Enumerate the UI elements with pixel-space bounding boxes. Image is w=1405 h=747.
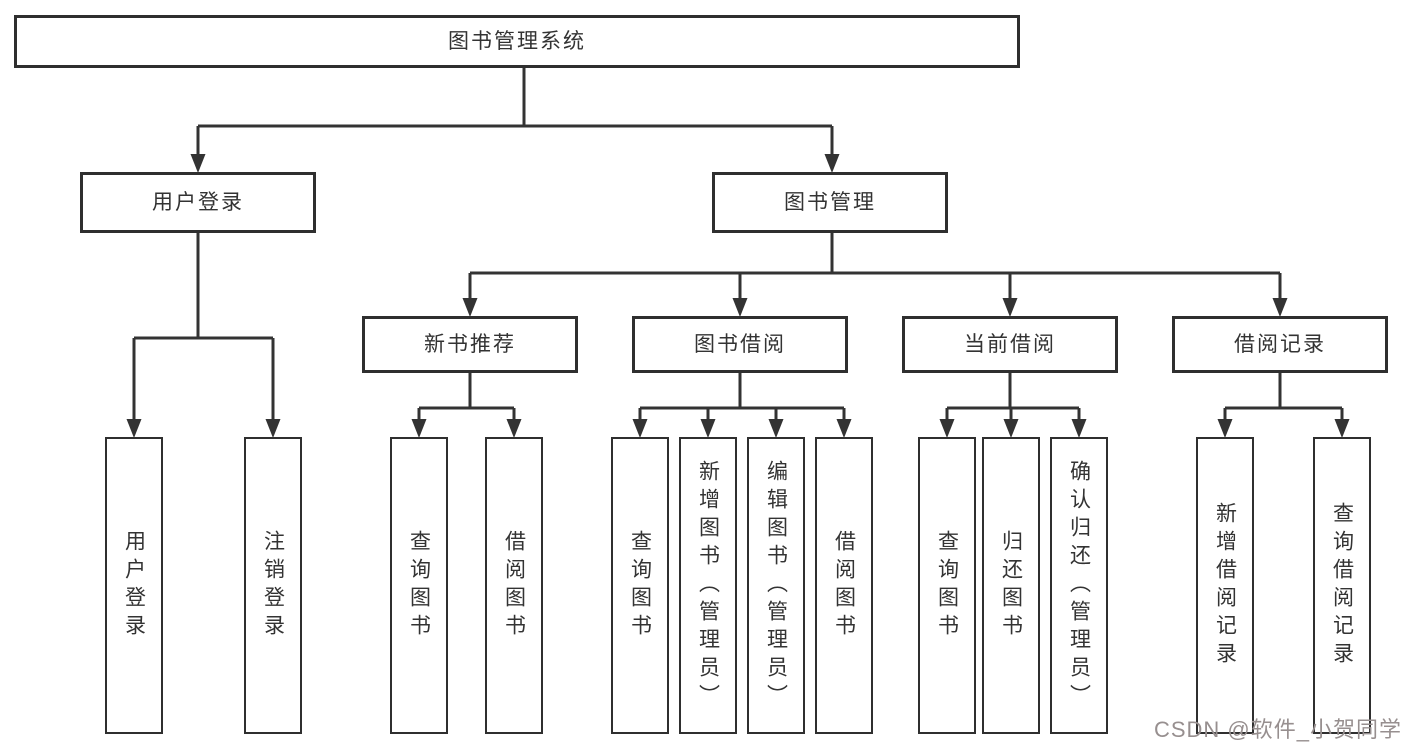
node-book-management: 图书管理	[712, 172, 948, 233]
leaf-current-query-books-label: 查询图书	[935, 529, 959, 642]
node-root-system-label: 图书管理系统	[448, 30, 586, 53]
node-new-book-recommendation-label: 新书推荐	[424, 333, 516, 356]
leaf-recommend-borrow-books-label: 借阅图书	[502, 529, 526, 642]
leaf-current-return-books: 归还图书	[982, 437, 1040, 734]
node-current-borrowing: 当前借阅	[902, 316, 1118, 373]
csdn-watermark: CSDN @软件_小贺同学	[1153, 717, 1402, 742]
node-root-system: 图书管理系统	[14, 15, 1020, 68]
node-current-borrowing-label: 当前借阅	[964, 333, 1056, 356]
leaf-current-confirm-return-admin-label: 确认归还（管理员）	[1067, 459, 1091, 712]
leaf-borrow-edit-books-admin-label: 编辑图书（管理员）	[764, 459, 788, 712]
leaf-borrow-add-books-admin-label: 新增图书（管理员）	[696, 459, 720, 712]
node-book-borrowing: 图书借阅	[632, 316, 848, 373]
leaf-user-login: 用户登录	[105, 437, 163, 734]
leaf-user-login-label: 用户登录	[122, 529, 146, 642]
node-book-borrowing-label: 图书借阅	[694, 333, 786, 356]
leaf-records-add-record: 新增借阅记录	[1196, 437, 1254, 734]
node-new-book-recommendation: 新书推荐	[362, 316, 578, 373]
leaf-recommend-query-books-label: 查询图书	[407, 529, 431, 642]
leaf-current-return-books-label: 归还图书	[999, 529, 1023, 642]
leaf-recommend-query-books: 查询图书	[390, 437, 448, 734]
leaf-records-query-record: 查询借阅记录	[1313, 437, 1371, 734]
leaf-records-add-record-label: 新增借阅记录	[1213, 501, 1237, 670]
leaf-borrow-borrow-books: 借阅图书	[815, 437, 873, 734]
node-user-login-label: 用户登录	[152, 191, 244, 214]
node-borrowing-records: 借阅记录	[1172, 316, 1388, 373]
node-borrowing-records-label: 借阅记录	[1234, 333, 1326, 356]
node-user-login: 用户登录	[80, 172, 316, 233]
leaf-records-query-record-label: 查询借阅记录	[1330, 501, 1354, 670]
leaf-borrow-edit-books-admin: 编辑图书（管理员）	[747, 437, 805, 734]
leaf-current-query-books: 查询图书	[918, 437, 976, 734]
leaf-recommend-borrow-books: 借阅图书	[485, 437, 543, 734]
leaf-logout-label: 注销登录	[261, 529, 285, 642]
leaf-borrow-add-books-admin: 新增图书（管理员）	[679, 437, 737, 734]
leaf-logout: 注销登录	[244, 437, 302, 734]
leaf-borrow-borrow-books-label: 借阅图书	[832, 529, 856, 642]
leaf-current-confirm-return-admin: 确认归还（管理员）	[1050, 437, 1108, 734]
leaf-borrow-query-books: 查询图书	[611, 437, 669, 734]
leaf-borrow-query-books-label: 查询图书	[628, 529, 652, 642]
node-book-management-label: 图书管理	[784, 191, 876, 214]
